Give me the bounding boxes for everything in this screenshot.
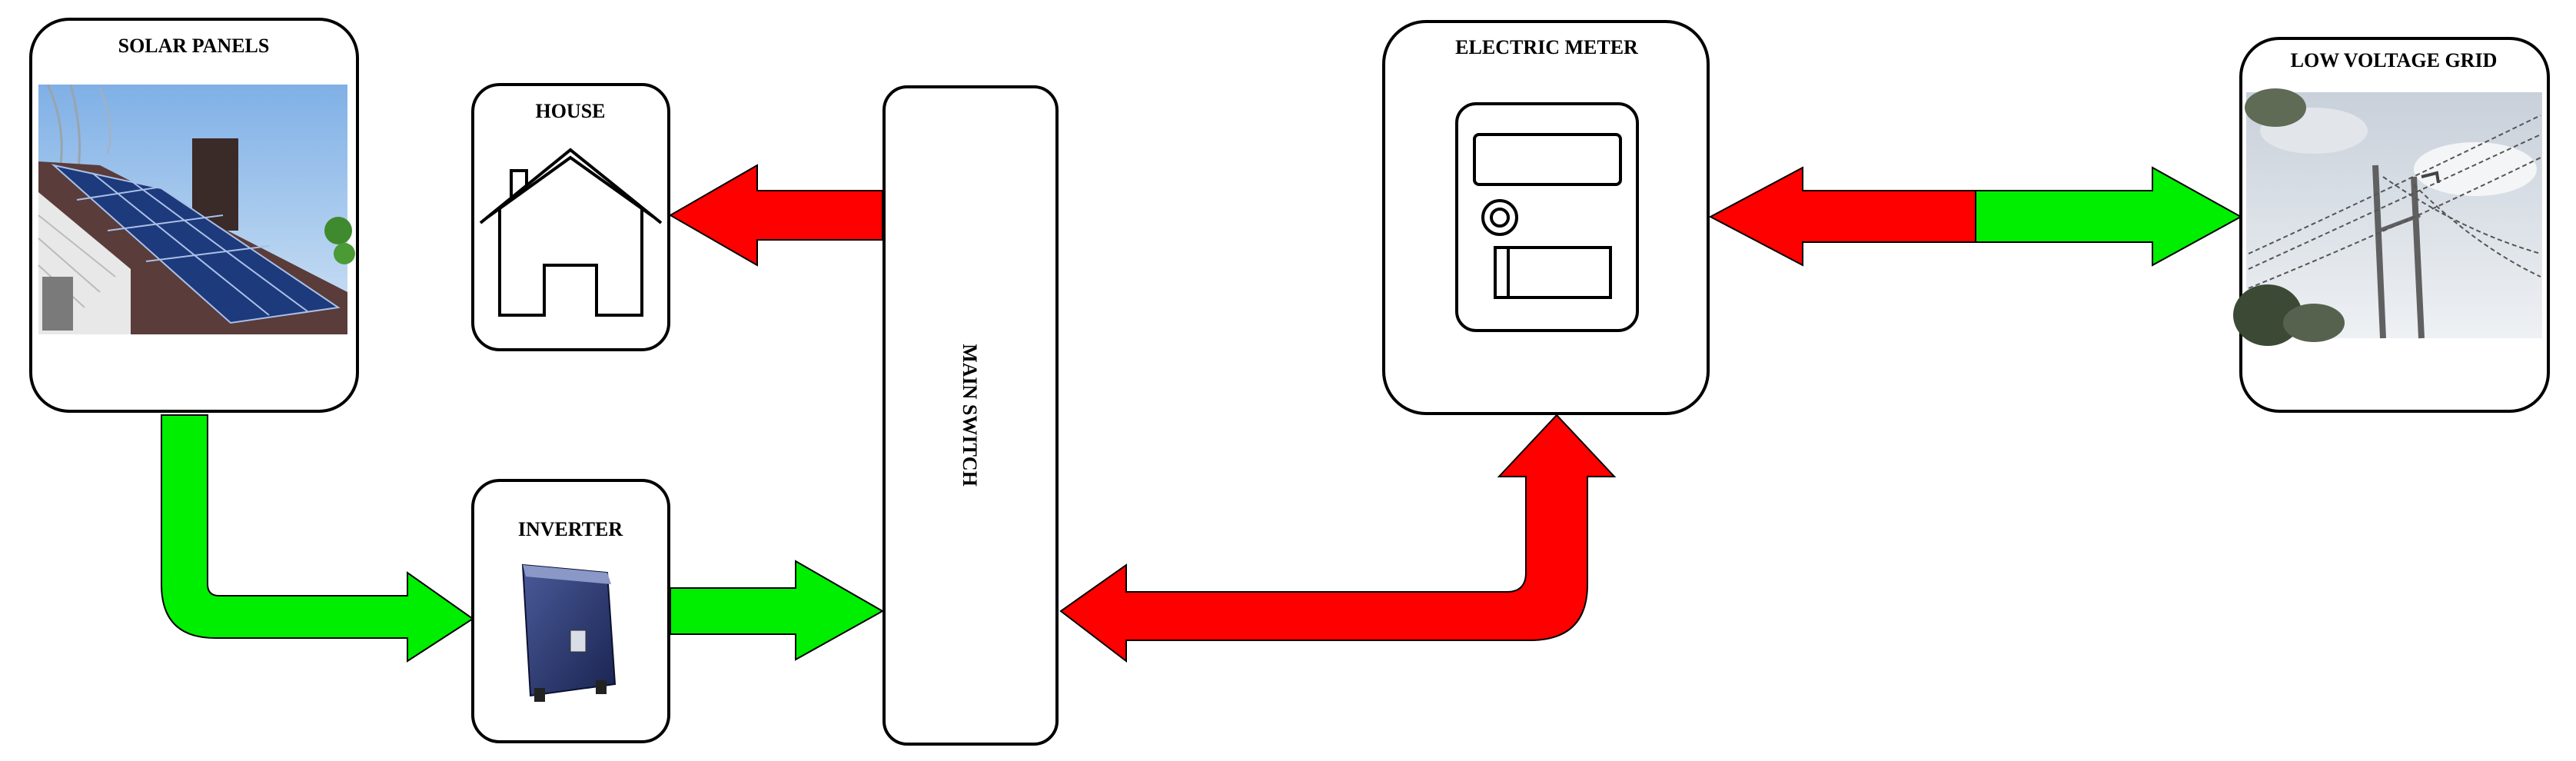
flow-arrow-meter-to-grid-import (1708, 166, 1976, 267)
grid-pole-photo (2233, 88, 2542, 346)
solar-panels-photo (38, 84, 355, 334)
main-switch-node: MAIN SWITCH (882, 85, 1059, 746)
low-voltage-grid-node: LOW VOLTAGE GRID (2233, 37, 2550, 413)
solar-panels-node: SOLAR PANELS (29, 18, 359, 413)
flow-arrow-main-switch-meter (1059, 414, 1617, 663)
meter-icon (1455, 102, 1639, 332)
flow-arrow-inverter-to-main-switch (670, 560, 885, 661)
flow-arrow-solar-to-inverter (161, 414, 474, 663)
main-switch-label: MAIN SWITCH (959, 344, 981, 487)
house-box (471, 83, 670, 351)
house-node: HOUSE (471, 83, 670, 351)
low-voltage-grid-label: LOW VOLTAGE GRID (2291, 49, 2498, 71)
flow-arrow-main-switch-to-house (668, 164, 883, 267)
main-switch-box (882, 85, 1059, 746)
flow-arrow-meter-to-grid-export (1975, 166, 2243, 267)
house-label: HOUSE (535, 100, 605, 122)
house-icon (479, 148, 663, 317)
electric-meter-node: ELECTRIC METER (1382, 20, 1710, 415)
inverter-node: INVERTER (471, 479, 670, 743)
inverter-device-icon (521, 563, 617, 702)
solar-panels-label: SOLAR PANELS (118, 35, 270, 57)
inverter-label: INVERTER (518, 518, 623, 540)
electric-meter-label: ELECTRIC METER (1455, 36, 1638, 58)
